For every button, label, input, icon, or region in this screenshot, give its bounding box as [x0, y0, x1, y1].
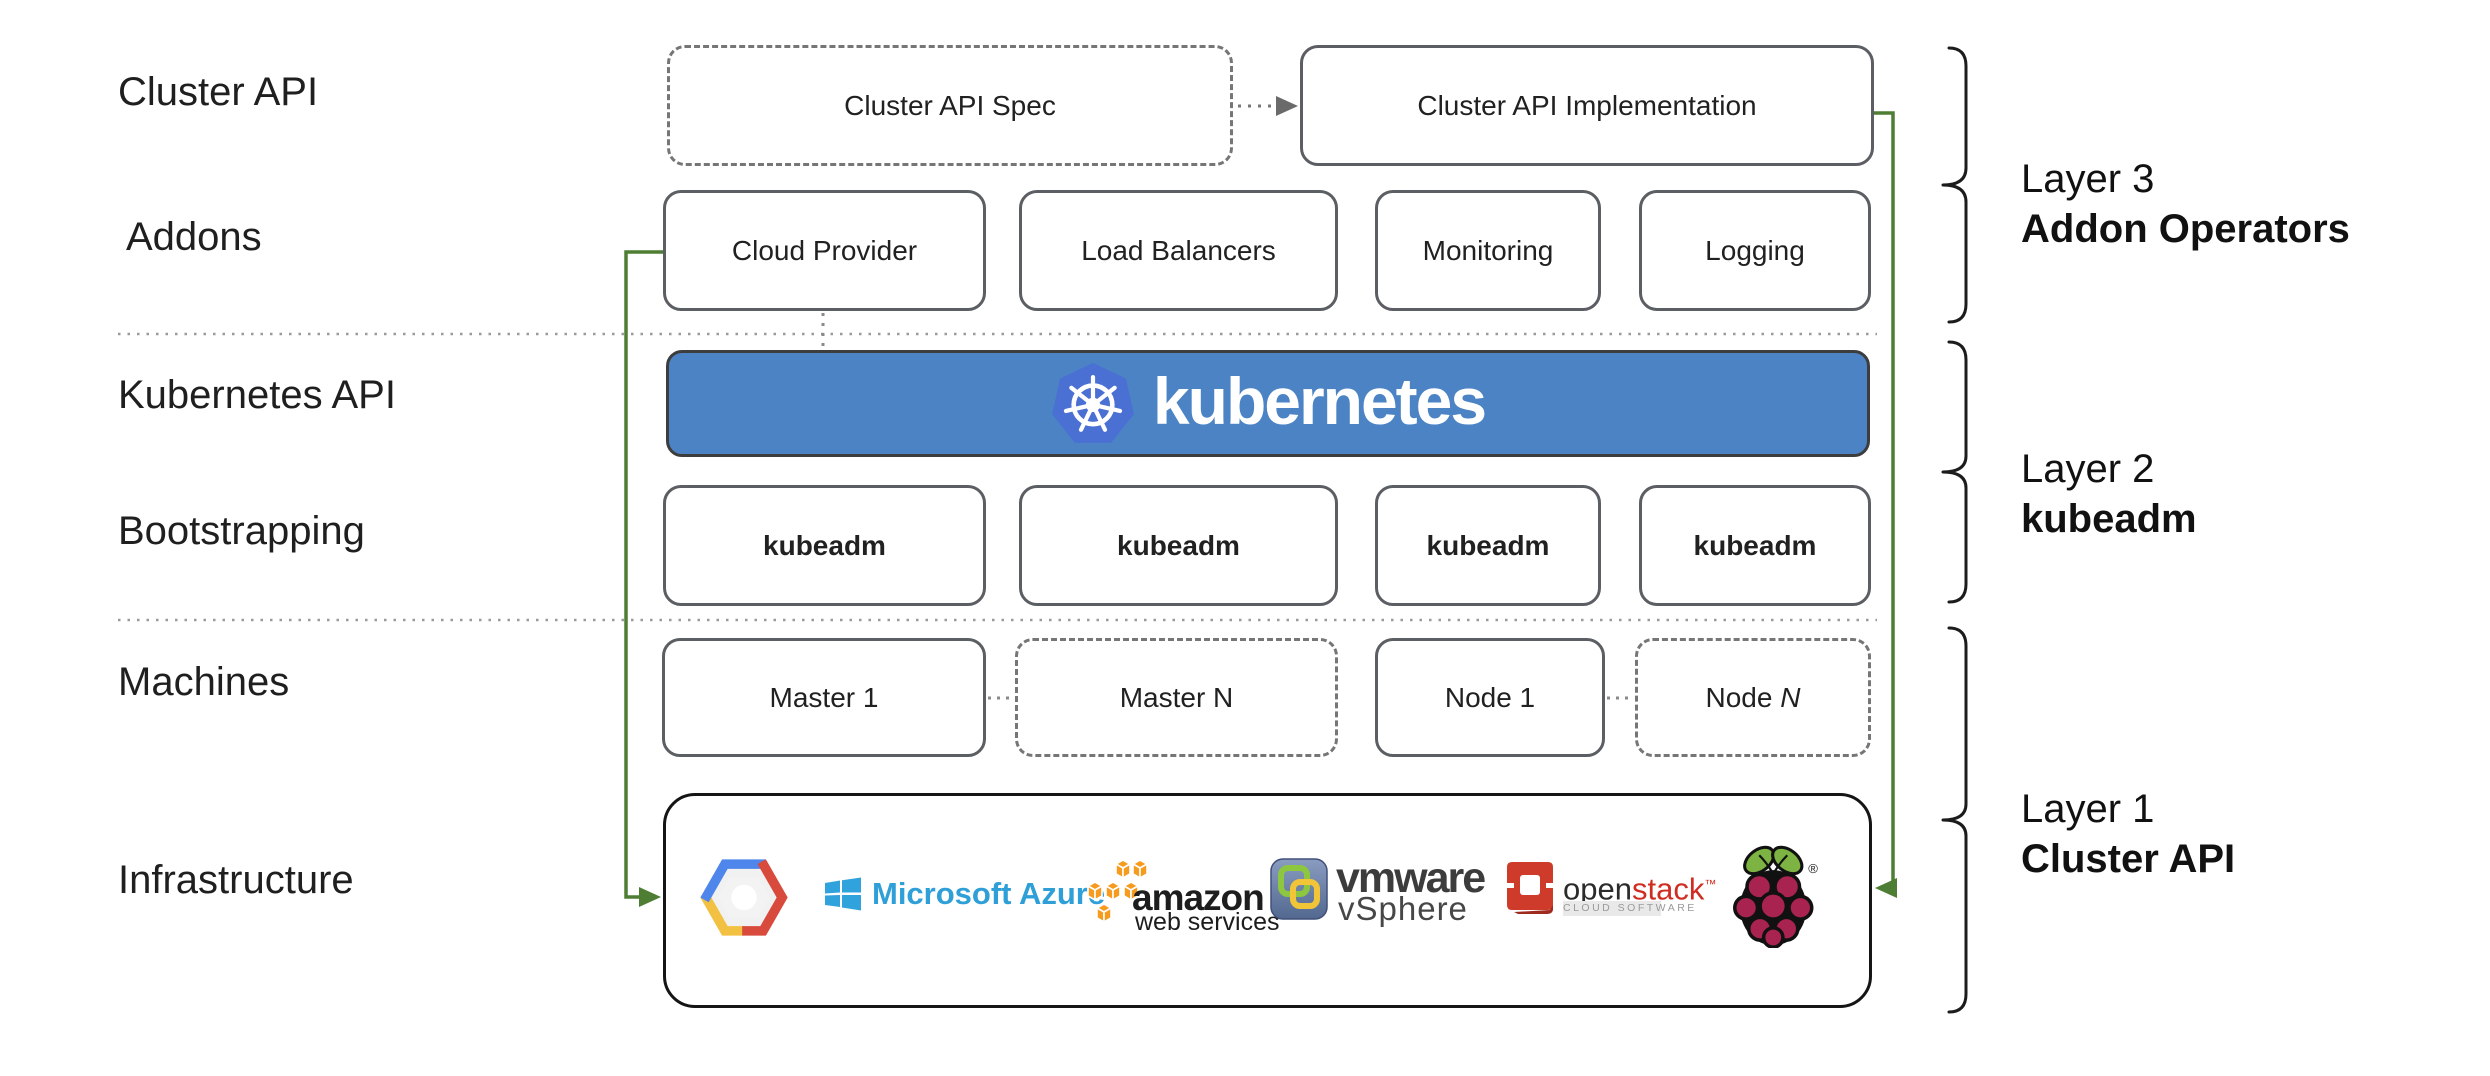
layer-2-annotation: Layer 2 kubeadm: [2021, 444, 2197, 544]
microsoft-azure-label: Microsoft Azure: [872, 876, 1106, 911]
layer-3-annotation: Layer 3 Addon Operators: [2021, 154, 2350, 254]
aws-amazon-label: amazon: [1132, 877, 1265, 918]
row-label-machines: Machines: [118, 660, 290, 704]
layer-1-name: Cluster API: [2021, 837, 2236, 881]
row-label-infrastructure: Infrastructure: [118, 858, 354, 902]
machine-label: Master 1: [769, 681, 879, 713]
aws-logo: [1086, 859, 1149, 924]
cluster-api-spec-box: Cluster API Spec: [667, 45, 1233, 166]
kubeadm-box-1: kubeadm: [663, 485, 986, 606]
cluster-api-implementation-box: Cluster API Implementation: [1300, 45, 1874, 166]
green-connector-cloud-provider-to-infrastructure: [624, 250, 663, 907]
layer-2-name: kubeadm: [2021, 497, 2197, 541]
kubeadm-label: kubeadm: [763, 529, 886, 561]
addon-label: Load Balancers: [1081, 234, 1276, 266]
addon-box-load-balancers: Load Balancers: [1019, 190, 1338, 311]
kubernetes-wordmark: kubernetes: [1152, 363, 1487, 438]
kubeadm-box-3: kubeadm: [1375, 485, 1601, 606]
openstack-logo: [1506, 862, 1556, 914]
layer-3-title: Layer 3: [2021, 157, 2155, 201]
vmware-vsphere-logo: [1270, 858, 1328, 920]
brace-layer-2: [1941, 340, 1968, 604]
aws-web-services-label: web services: [1135, 908, 1280, 936]
machine-label: Node 1: [1444, 681, 1536, 713]
cluster-api-implementation-label: Cluster API Implementation: [1417, 89, 1757, 121]
microsoft-azure-logo: [825, 877, 861, 911]
addon-label: Logging: [1705, 234, 1805, 266]
green-connector-implementation-to-infrastructure: [1874, 111, 1897, 898]
kubeadm-box-2: kubeadm: [1019, 485, 1338, 606]
kubeadm-box-4: kubeadm: [1639, 485, 1871, 606]
layer-3-name: Addon Operators: [2021, 207, 2350, 251]
brace-layer-3: [1941, 46, 1968, 324]
addon-label: Cloud Provider: [731, 234, 918, 266]
cluster-api-spec-label: Cluster API Spec: [844, 89, 1056, 121]
raspberry-pi-logo: ®: [1733, 845, 1818, 948]
layer-2-title: Layer 2: [2021, 447, 2155, 491]
kubeadm-label: kubeadm: [1693, 529, 1817, 561]
row-label-bootstrapping: Bootstrapping: [118, 509, 365, 553]
layer-1-annotation: Layer 1 Cluster API: [2021, 784, 2235, 884]
brace-layer-1: [1941, 626, 1968, 1014]
raspberry-registered-mark: ®: [1808, 861, 1818, 876]
kubeadm-label: kubeadm: [1117, 529, 1240, 561]
addon-box-logging: Logging: [1639, 190, 1871, 311]
machine-box-master-1: Master 1: [662, 638, 986, 757]
openstack-label: openstack™: [1563, 871, 1717, 907]
vmware-label: vmware: [1336, 854, 1486, 902]
addon-box-monitoring: Monitoring: [1375, 190, 1601, 311]
kubernetes-logo-icon: [1052, 362, 1134, 443]
machine-label: Node N: [1705, 681, 1801, 713]
addon-label: Monitoring: [1422, 234, 1554, 266]
google-cloud-logo: [700, 859, 788, 936]
machine-label: Master N: [1119, 681, 1234, 713]
row-label-kubernetes-api: Kubernetes API: [118, 373, 396, 417]
machine-box-master-n: Master N: [1015, 638, 1338, 757]
kubernetes-banner: kubernetes: [666, 350, 1870, 457]
vsphere-label: vSphere: [1338, 890, 1468, 927]
machine-box-node-1: Node 1: [1375, 638, 1605, 757]
layer-1-title: Layer 1: [2021, 787, 2155, 831]
row-label-addons: Addons: [126, 215, 262, 259]
row-label-cluster-api: Cluster API: [118, 70, 319, 114]
infrastructure-box: [663, 793, 1872, 1008]
addon-box-cloud-provider: Cloud Provider: [663, 190, 986, 311]
openstack-cloud-software-label: CLOUD SOFTWARE: [1563, 901, 1697, 916]
spec-to-implementation-arrow: [1238, 96, 1298, 116]
machine-box-node-n: Node N: [1635, 638, 1871, 757]
kubeadm-label: kubeadm: [1426, 529, 1550, 561]
